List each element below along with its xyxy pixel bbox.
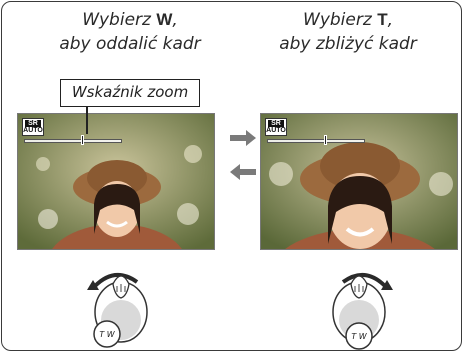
rotate-counterclockwise-arrowhead — [87, 280, 99, 290]
dial-label: T W — [99, 330, 115, 339]
zoom-indicator-marker — [81, 135, 85, 145]
left-caption: Wybierz W, aby oddalić kadr — [20, 8, 240, 56]
rotate-counterclockwise-icon — [93, 273, 139, 288]
left-caption-line2: aby oddalić kadr — [59, 34, 201, 54]
mode-icon-top: SR — [268, 120, 284, 127]
rotate-clockwise-arrowhead — [381, 280, 393, 290]
right-caption: Wybierz T, aby zbliżyć kadr — [238, 8, 458, 56]
arrow-right-icon — [230, 130, 256, 146]
key-w: W — [156, 10, 173, 29]
zoom-indicator-bar — [24, 139, 122, 143]
photo-wide-image — [18, 114, 214, 249]
mode-icon-top: SR — [25, 120, 41, 127]
callout-leader-line — [86, 106, 88, 134]
left-caption-comma: , — [172, 10, 178, 30]
zoom-lever-tele[interactable]: T W — [313, 260, 405, 350]
zoom-indicator-bar — [267, 139, 365, 143]
left-caption-prefix: Wybierz — [82, 10, 157, 30]
mode-icon-bottom: AUTO — [266, 127, 286, 134]
mode-icon-bottom: AUTO — [23, 127, 43, 134]
right-caption-line2: aby zbliżyć kadr — [279, 34, 417, 54]
rotate-clockwise-icon — [341, 273, 387, 288]
key-t: T — [377, 10, 388, 29]
right-caption-prefix: Wybierz — [303, 10, 378, 30]
zoom-indicator-marker — [324, 135, 328, 145]
photo-tele-image — [261, 114, 457, 249]
zoom-lever-wide[interactable]: T W — [75, 260, 167, 350]
arrow-left-icon — [230, 164, 256, 180]
right-caption-comma: , — [387, 10, 393, 30]
zoom-indicator-callout: Wskaźnik zoom — [60, 79, 200, 107]
dial-label: T W — [351, 332, 367, 341]
